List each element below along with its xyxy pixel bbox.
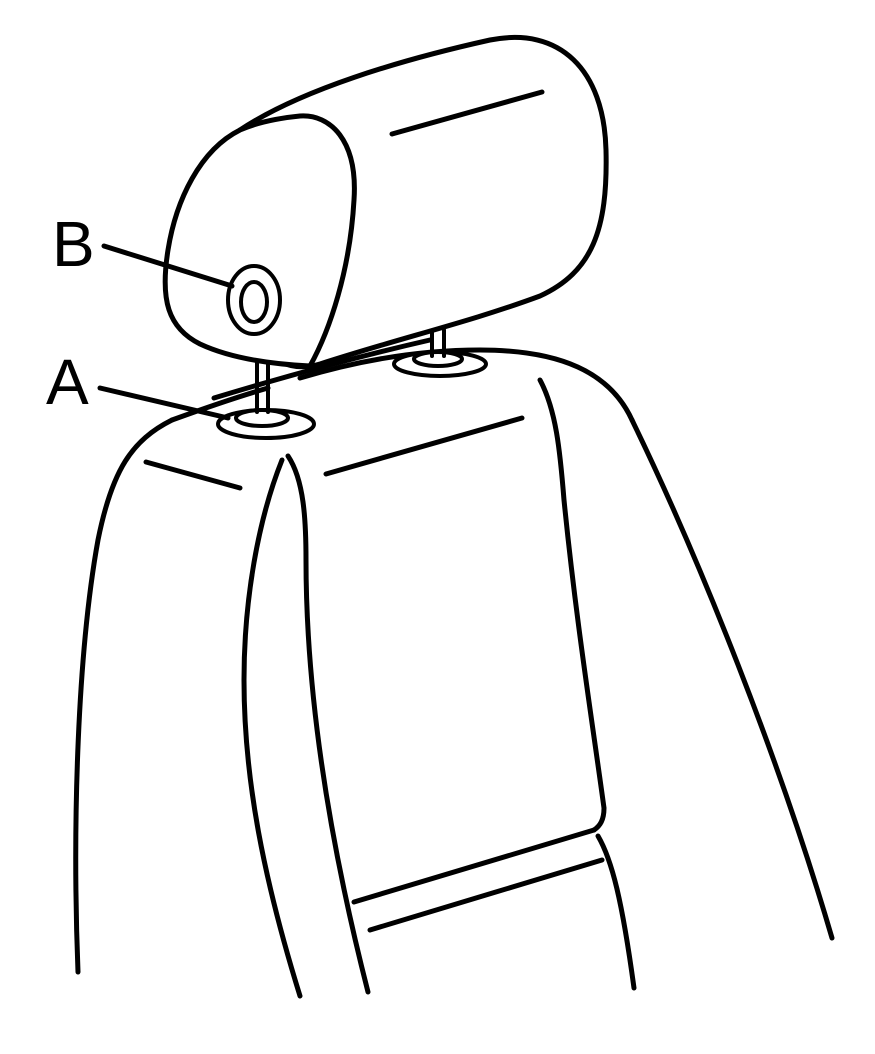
head-restraint-side [162,113,357,369]
callout-a-leader [97,385,231,421]
right-guide-sleeve-inner [412,350,464,368]
center-panel-right-seam [537,377,607,833]
center-panel-top-seam [323,415,525,477]
head-restraint-bottom-edge [211,337,433,401]
left-guide-sleeve-inner [234,408,290,428]
right-lower-bolster-line [595,833,637,991]
callout-b-leader [101,243,235,289]
seat-back-top-edge-right [297,347,635,423]
head-restraint-seam [389,89,545,137]
center-panel-left-seam [285,453,371,995]
callout-a: A [46,346,231,421]
seat-back-left-contour [73,417,175,975]
lower-panel-seam-1 [351,827,597,905]
seat-back-right-contour [629,417,835,941]
seat-back [73,347,835,999]
callout-b-label: B [52,208,95,280]
callout-a-label: A [46,346,89,418]
right-guide-post [430,328,446,358]
adjustment-button-inner [239,280,269,324]
head-restraint [162,34,609,401]
lower-panel-seam-2 [367,857,605,933]
left-shoulder-seam [143,459,243,491]
guide-posts [216,328,488,440]
left-bolster-seam [241,457,303,999]
callout-b: B [52,208,235,289]
